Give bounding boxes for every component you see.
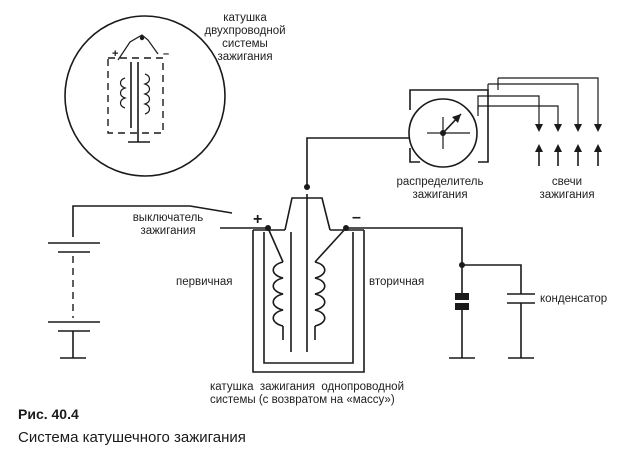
figure-title: Система катушечного зажигания [18, 429, 246, 446]
plus-sign: + [253, 211, 263, 228]
label-main-coil: катушка зажигания однопроводной системы … [210, 381, 405, 406]
label-distributor: распределитель зажигания [396, 176, 484, 201]
main-ignition-coil [252, 194, 365, 373]
label-ignition-switch: выключатель зажигания [132, 212, 204, 237]
label-primary: первичная [176, 276, 233, 288]
breaker-and-capacitor [346, 227, 535, 359]
spark-plugs [535, 124, 602, 166]
svg-text:–: – [163, 48, 169, 60]
inset-two-wire-coil [64, 15, 226, 177]
battery [48, 242, 100, 359]
label-inset-coil: катушка двухпроводной системы зажигания [204, 12, 286, 63]
label-secondary: вторичная [369, 276, 425, 288]
switch-circuit [72, 205, 268, 237]
label-spark-plugs: свечи зажигания [539, 176, 595, 201]
minus-sign: – [352, 209, 361, 226]
figure-number: Рис. 40.4 [18, 406, 79, 422]
distributor [408, 89, 489, 168]
plug-wires [477, 77, 599, 124]
label-capacitor: конденсатор [540, 293, 608, 305]
svg-text:+: + [112, 48, 118, 60]
